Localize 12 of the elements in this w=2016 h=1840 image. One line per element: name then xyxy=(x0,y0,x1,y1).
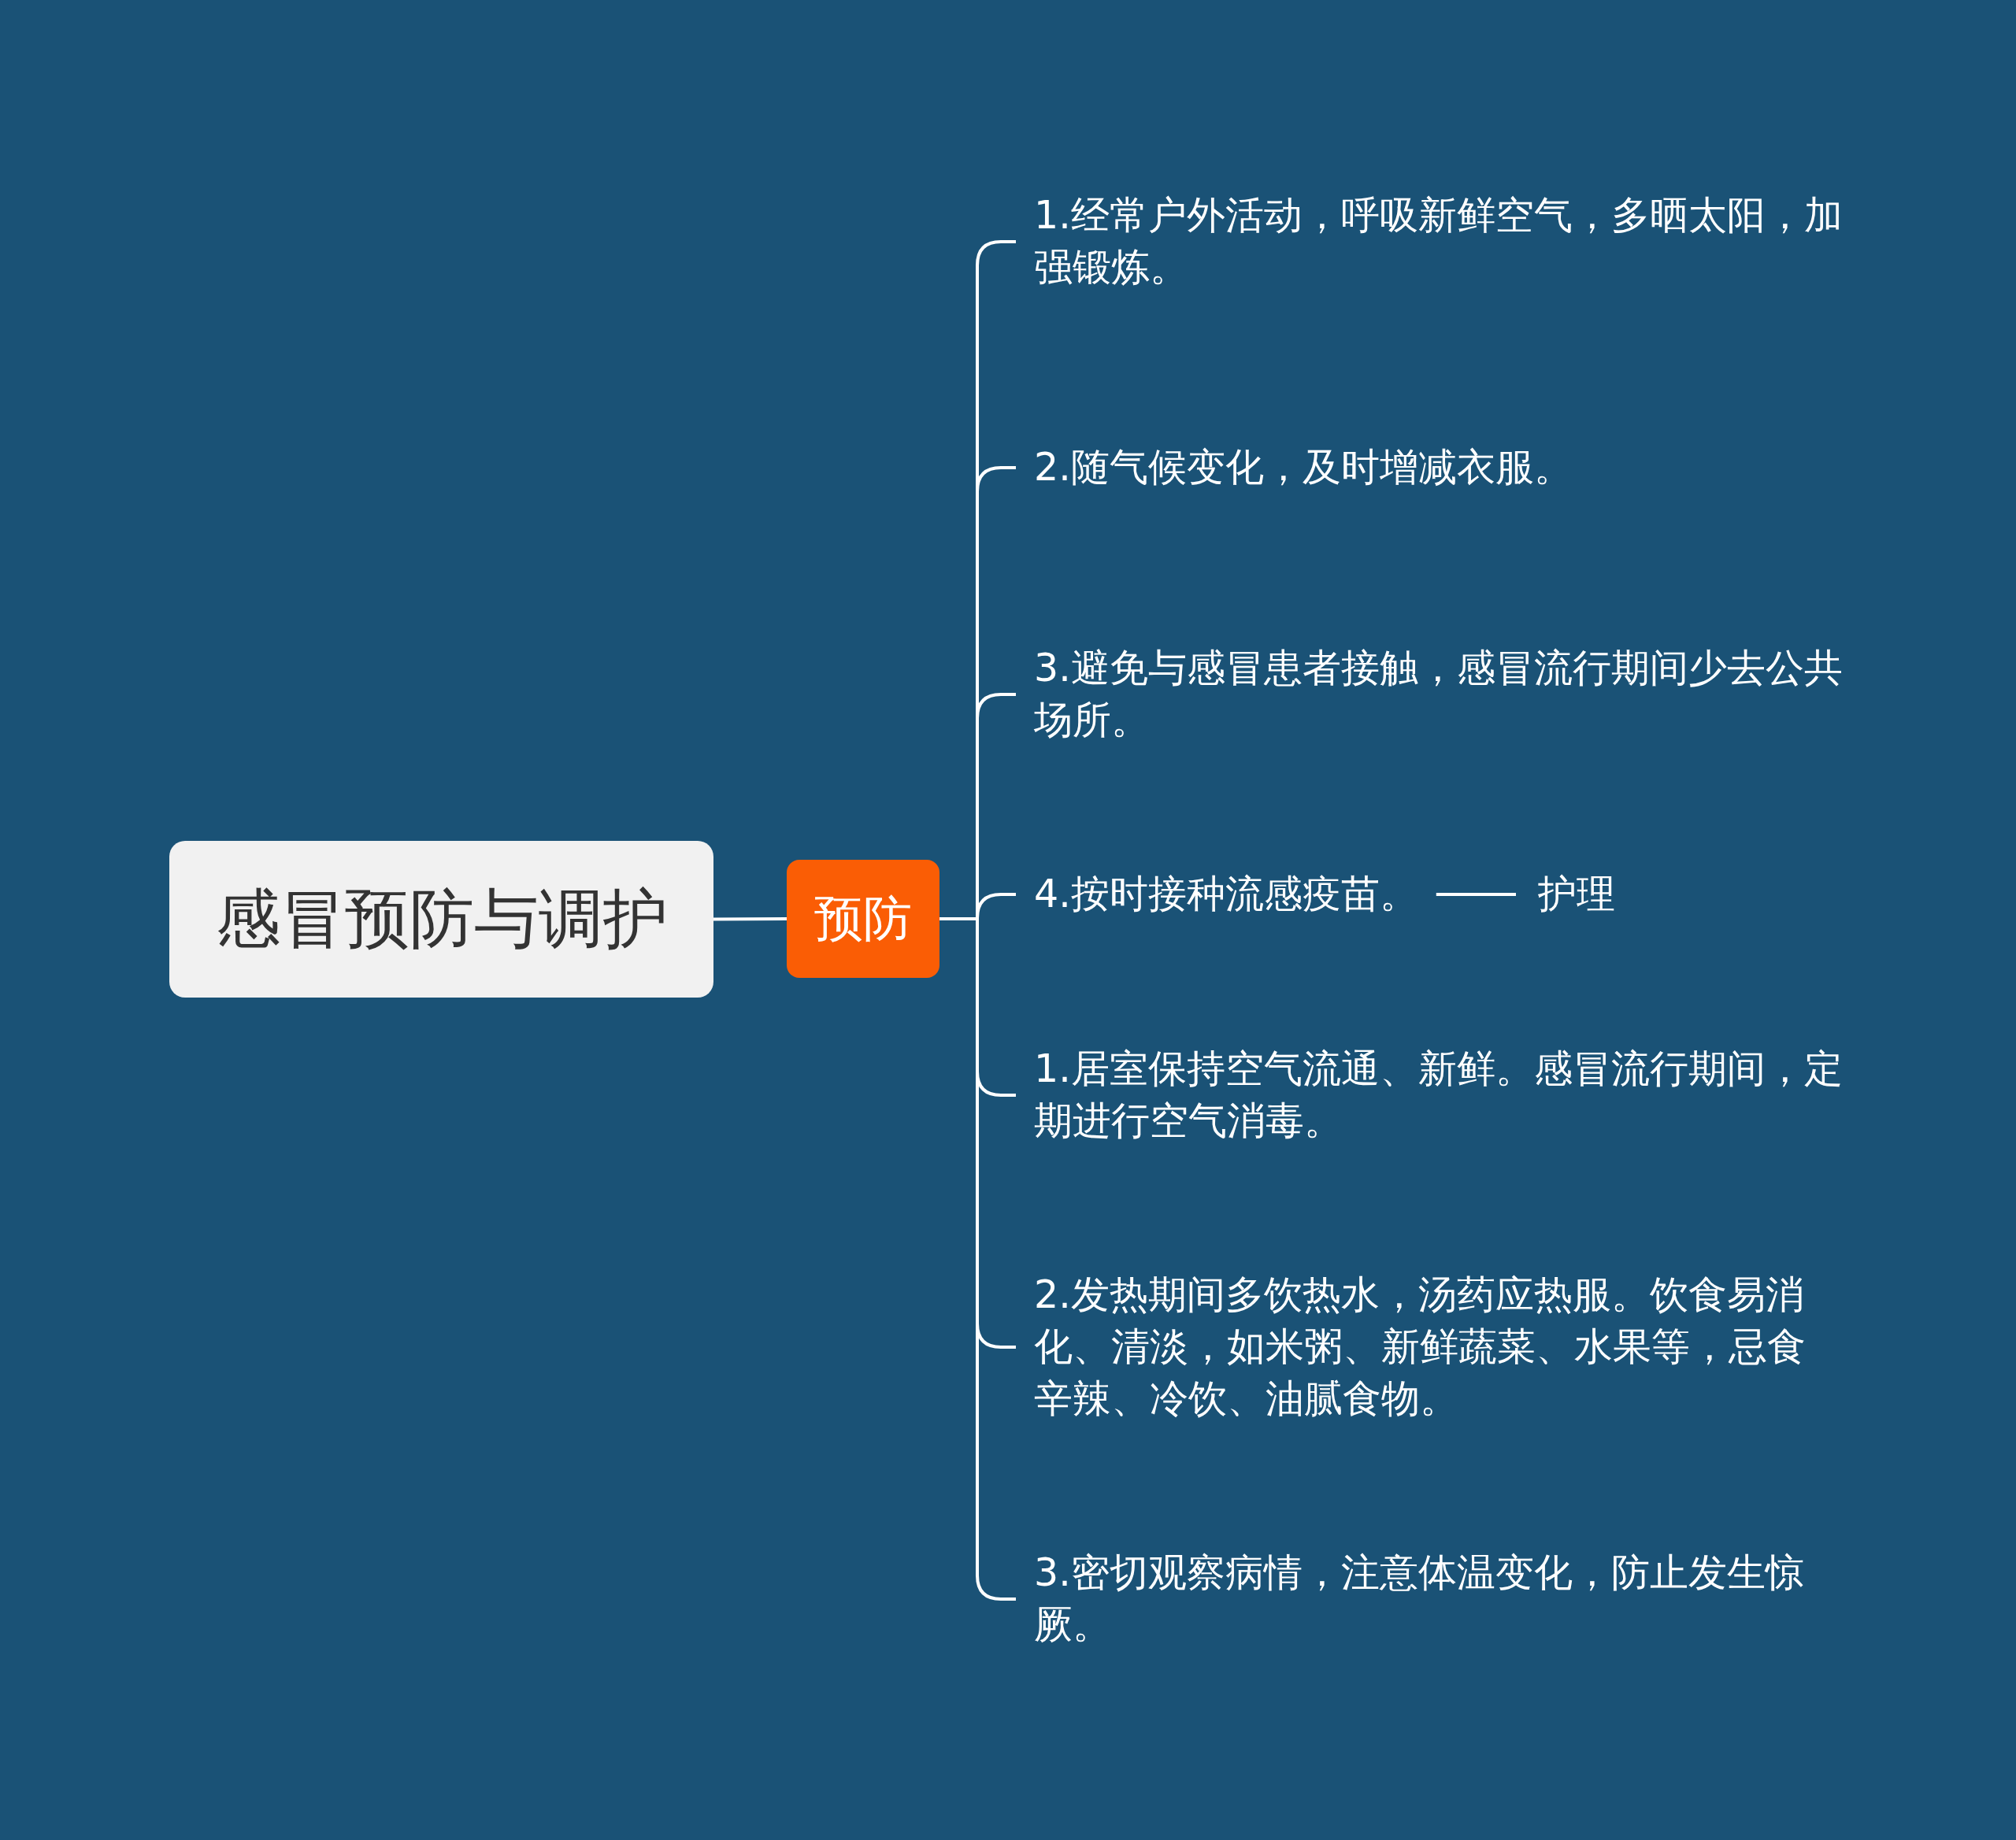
topic-text: 3.密切观察病情，注意体温变化，防止发生惊厥。 xyxy=(1016,1547,1843,1651)
topic-text: 4.按时接种流感疫苗。 xyxy=(1016,868,1418,920)
topic-text: 2.发热期间多饮热水，汤药应热服。饮食易消化、清淡，如米粥、新鲜蔬菜、水果等，忌食辛辣、冷饮、油腻食物。 xyxy=(1016,1269,1843,1425)
root-topic-box: 感冒预防与调护 xyxy=(169,841,713,998)
topic-text: 护理 xyxy=(1520,868,1615,920)
topic-text: 1.经常户外活动，呼吸新鲜空气，多晒太阳，加强锻炼。 xyxy=(1016,190,1843,294)
topic-box: 预防 xyxy=(787,860,939,978)
topic-text: 1.居室保持空气流通、新鲜。感冒流行期间，定期进行空气消毒。 xyxy=(1016,1043,1843,1147)
connector-line xyxy=(1436,893,1516,896)
connector-line xyxy=(713,917,787,921)
topic-text: 3.避免与感冒患者接触，感冒流行期间少去公共场所。 xyxy=(1016,642,1843,746)
topic-text: 2.随气候变化，及时增减衣服。 xyxy=(1016,442,1843,494)
